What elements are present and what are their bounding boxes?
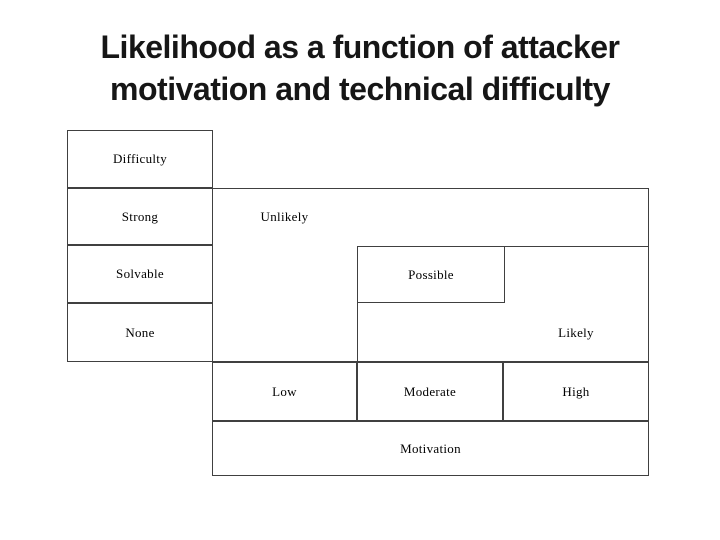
difficulty-strong-label: Strong bbox=[121, 208, 159, 224]
motivation-low-label: Low bbox=[272, 383, 297, 399]
motivation-high-label: High bbox=[562, 383, 590, 399]
possible-region-box bbox=[357, 246, 505, 303]
difficulty-level-none-cell bbox=[67, 303, 213, 362]
likely-label: Likely bbox=[558, 324, 594, 340]
motivation-header-label: Motivation bbox=[400, 440, 461, 456]
difficulty-header-cell bbox=[67, 130, 213, 188]
possible-label: Possible bbox=[408, 266, 454, 282]
motivation-header-cell bbox=[212, 421, 649, 476]
difficulty-level-strong-cell bbox=[67, 188, 213, 245]
motivation-level-moderate-cell bbox=[357, 362, 503, 421]
difficulty-solvable-label: Solvable bbox=[116, 266, 164, 281]
unlikely-label: Unlikely bbox=[260, 208, 309, 224]
difficulty-level-solvable-cell bbox=[67, 245, 213, 303]
difficulty-header-label: Difficulty bbox=[112, 151, 168, 166]
motivation-level-high-cell bbox=[503, 362, 649, 421]
difficulty-none-label: None bbox=[125, 324, 155, 340]
motivation-moderate-label: Moderate bbox=[403, 383, 457, 399]
title-line-2: motivation and technical difficulty bbox=[110, 71, 610, 107]
slide-title: Likelihood as a function of attacker mot… bbox=[0, 26, 720, 110]
title-line-1: Likelihood as a function of attacker bbox=[100, 29, 620, 65]
motivation-level-low-cell bbox=[212, 362, 357, 421]
